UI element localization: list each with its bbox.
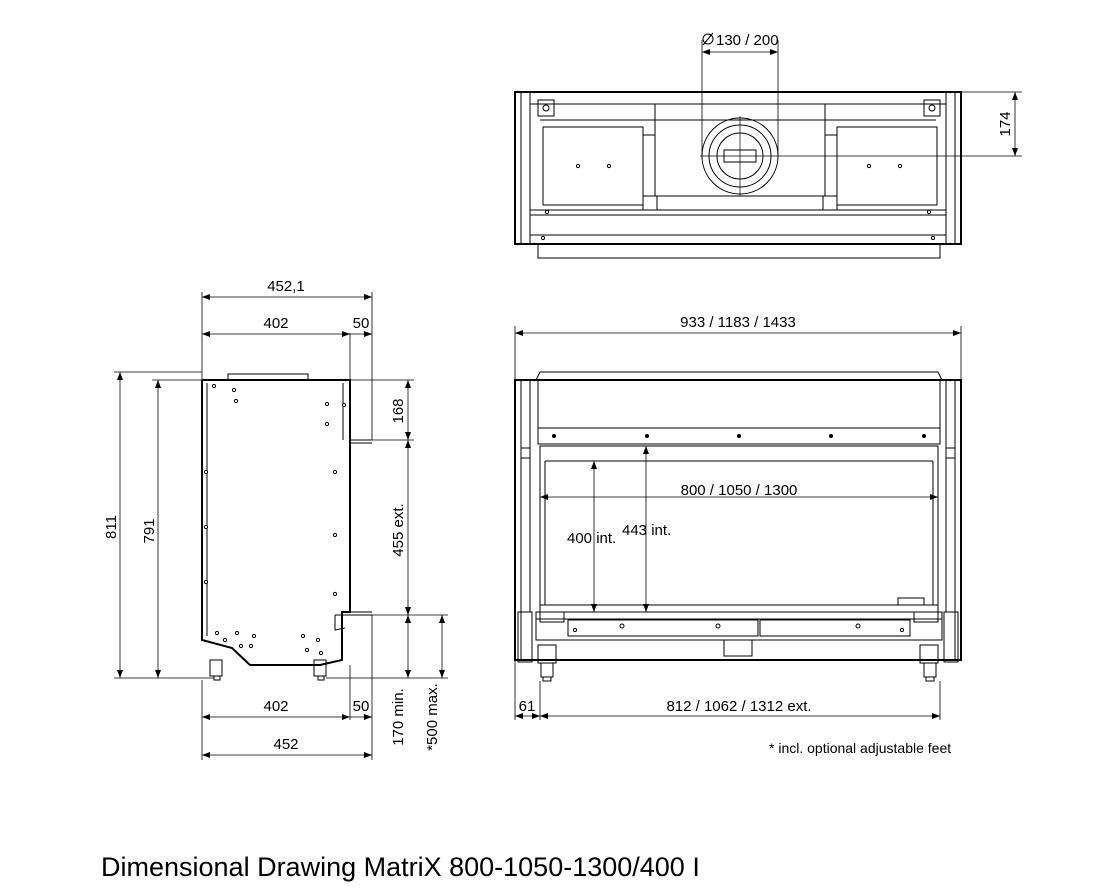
page-title: Dimensional Drawing MatriX 800-1050-1300… bbox=[101, 852, 700, 882]
flue-diameter-label: 130 / 200 bbox=[716, 32, 779, 49]
depth-50-bottom-label: 50 bbox=[353, 698, 370, 715]
height-168-label: 168 bbox=[390, 398, 407, 423]
total-depth-top-label: 452,1 bbox=[267, 278, 305, 295]
depth-402-bottom-label: 402 bbox=[263, 698, 288, 715]
height-791-label: 791 bbox=[141, 518, 158, 543]
height-443-label: 443 int. bbox=[622, 522, 671, 539]
total-depth-bottom-label: 452 bbox=[273, 736, 298, 753]
depth-50-top-label: 50 bbox=[353, 315, 370, 332]
overall-width-label: 933 / 1183 / 1433 bbox=[680, 314, 796, 331]
ext-width-label: 812 / 1062 / 1312 ext. bbox=[666, 698, 811, 715]
height-811-label: 811 bbox=[103, 515, 120, 539]
feet-min-label: 170 min. bbox=[390, 688, 407, 746]
footnote: * incl. optional adjustable feet bbox=[769, 740, 951, 756]
offset-61-label: 61 bbox=[519, 698, 536, 715]
feet-max-label: *500 max. bbox=[424, 683, 441, 751]
side-view: 452,1 402 50 811 791 168 455 ext. bbox=[103, 278, 448, 760]
front-view: 933 / 1183 / 1433 800 / 1050 / 1300 400 … bbox=[514, 314, 962, 720]
top-view: 130 / 200 174 bbox=[514, 32, 1022, 259]
depth-402-top-label: 402 bbox=[263, 315, 288, 332]
depth-to-flue-label: 174 bbox=[997, 111, 1014, 136]
glass-width-label: 800 / 1050 / 1300 bbox=[681, 482, 798, 499]
height-400-label: 400 int. bbox=[567, 530, 616, 547]
height-455-label: 455 ext. bbox=[390, 503, 407, 556]
